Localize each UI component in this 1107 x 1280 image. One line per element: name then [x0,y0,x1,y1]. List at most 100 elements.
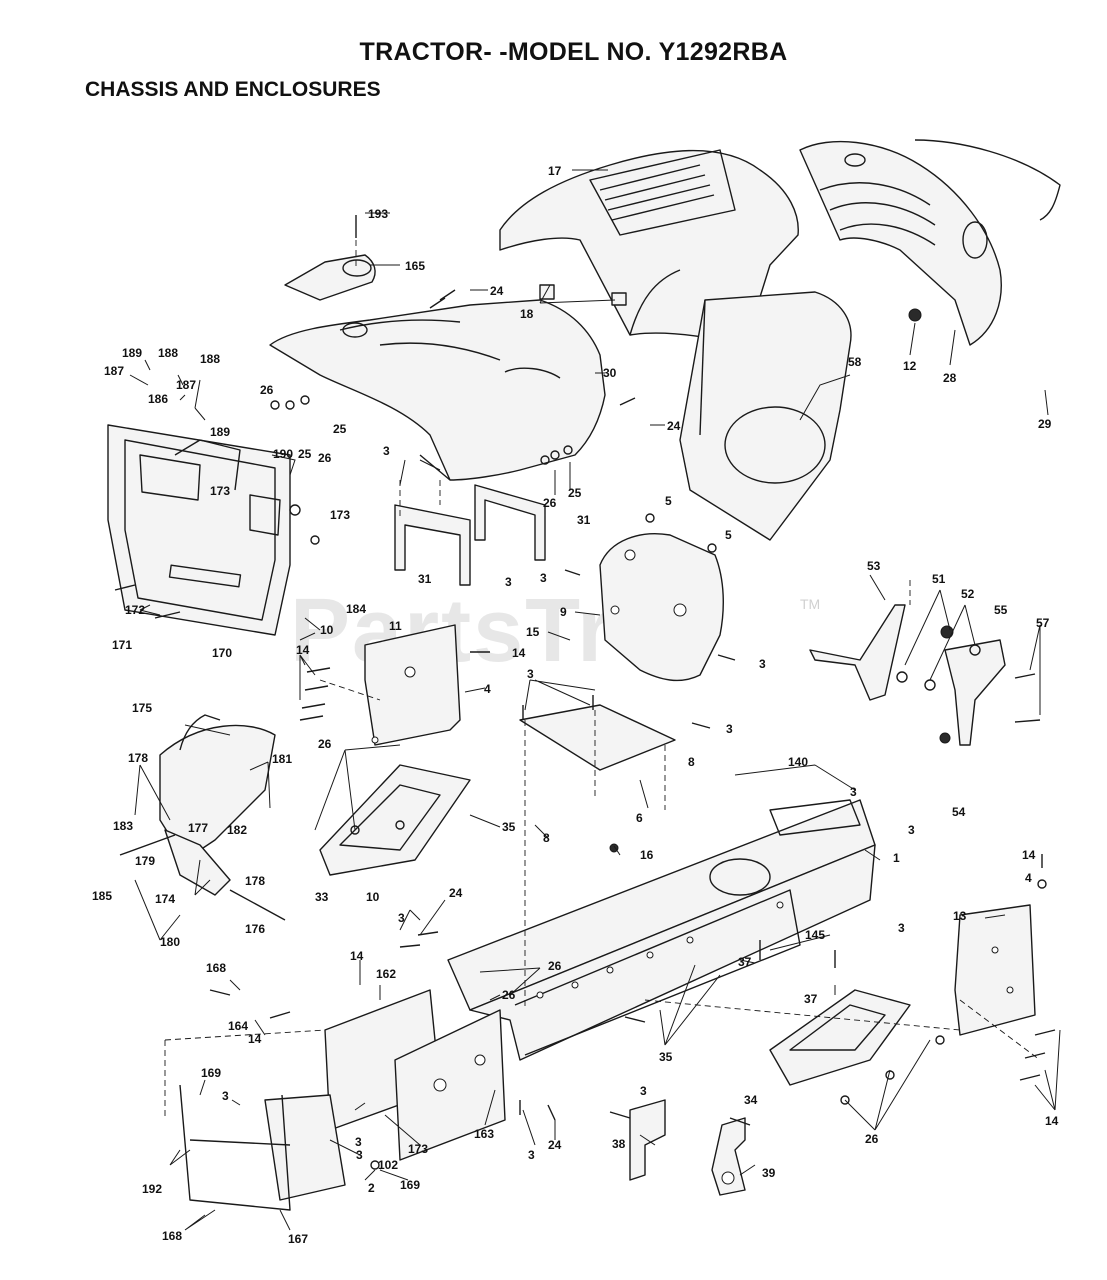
watermark-trademark: TM [800,596,821,612]
part-rear-bumper [179,1084,291,1211]
callout-26: 26 [543,496,557,510]
callout-3: 3 [222,1089,229,1103]
part-fender-pan [679,291,852,541]
callout-26: 26 [548,959,562,973]
callout-3: 3 [398,911,405,925]
callout-25: 25 [298,447,312,461]
callout-179: 179 [135,854,155,868]
part-frame-extension [324,989,506,1161]
callout-140: 140 [788,755,808,769]
callout-173: 173 [210,484,230,498]
callout-3: 3 [540,571,547,585]
part-dash-panel [269,299,606,481]
callout-102: 102 [378,1158,398,1172]
callout-4: 4 [1025,871,1032,885]
callout-6: 6 [636,811,643,825]
callout-176: 176 [245,922,265,936]
callout-labels: 193 165 24 17 18 29 12 28 30 58 24 189 1… [92,164,1059,1246]
callout-187: 187 [176,378,196,392]
callout-18: 18 [520,307,534,321]
callout-57: 57 [1036,616,1050,630]
callout-3: 3 [356,1148,363,1162]
callout-163: 163 [474,1127,494,1141]
bolts [114,215,1056,1126]
callout-167: 167 [288,1232,308,1246]
callout-3: 3 [528,1148,535,1162]
callout-3: 3 [898,921,905,935]
callout-14: 14 [1022,848,1036,862]
callout-14: 14 [512,646,526,660]
callout-26: 26 [318,451,332,465]
callout-24: 24 [667,419,681,433]
callout-5: 5 [665,494,672,508]
part-cup-holder [284,254,376,301]
callout-182: 182 [227,823,247,837]
callout-192: 192 [142,1182,162,1196]
part-bracket-53 [809,604,906,701]
callout-186: 186 [148,392,168,406]
callout-30: 30 [603,366,617,380]
callout-35: 35 [659,1050,673,1064]
callout-3: 3 [908,823,915,837]
callout-184: 184 [346,602,366,616]
callout-28: 28 [943,371,957,385]
callout-24: 24 [548,1138,562,1152]
callout-169: 169 [400,1178,420,1192]
callout-33: 33 [315,890,329,904]
callout-178: 178 [245,874,265,888]
part-front-panel [107,424,291,636]
callout-168: 168 [162,1229,182,1243]
callout-187: 187 [104,364,124,378]
callout-8: 8 [543,831,550,845]
callout-14: 14 [296,643,310,657]
small-hardware [270,308,1047,1170]
callout-162: 162 [376,967,396,981]
callout-3: 3 [527,667,534,681]
callout-2: 2 [368,1181,375,1195]
callout-26: 26 [502,988,516,1002]
part-support-bracket [394,484,546,586]
callout-181: 181 [272,752,292,766]
part-seat-pan [159,714,276,861]
callout-188: 188 [200,352,220,366]
callout-1: 1 [893,851,900,865]
hood-badge [539,284,555,300]
callout-5: 5 [725,528,732,542]
callout-31: 31 [577,513,591,527]
callout-11: 11 [389,619,402,633]
callout-171: 171 [112,638,132,652]
part-bracket-39 [711,1117,746,1196]
callout-37: 37 [738,955,752,969]
part-main-frame [447,799,876,1061]
callout-58: 58 [848,355,862,369]
callout-168: 168 [206,961,226,975]
callout-180: 180 [160,935,180,949]
callout-29: 29 [1038,417,1052,431]
callout-8: 8 [688,755,695,769]
callout-3: 3 [726,722,733,736]
callout-24: 24 [490,284,504,298]
part-floor-plate [519,704,676,771]
callout-3: 3 [383,444,390,458]
part-hood [499,149,799,346]
callout-54: 54 [952,805,966,819]
callout-37: 37 [804,992,818,1006]
callout-3: 3 [850,785,857,799]
part-seat-adjuster [119,829,286,921]
callout-175: 175 [132,701,152,715]
callout-3: 3 [505,575,512,589]
callout-51: 51 [932,572,946,586]
part-side-panel-left [364,624,461,746]
callout-34: 34 [744,1093,758,1107]
callout-53: 53 [867,559,881,573]
callout-173: 173 [408,1142,428,1156]
callout-52: 52 [961,587,975,601]
part-side-panel-right [954,904,1036,1036]
callout-173: 173 [330,508,350,522]
callout-164: 164 [228,1019,248,1033]
part-dash-support [599,533,724,682]
callout-9: 9 [560,605,567,619]
callout-3: 3 [759,657,766,671]
callout-31: 31 [418,572,432,586]
callout-145: 145 [805,928,825,942]
